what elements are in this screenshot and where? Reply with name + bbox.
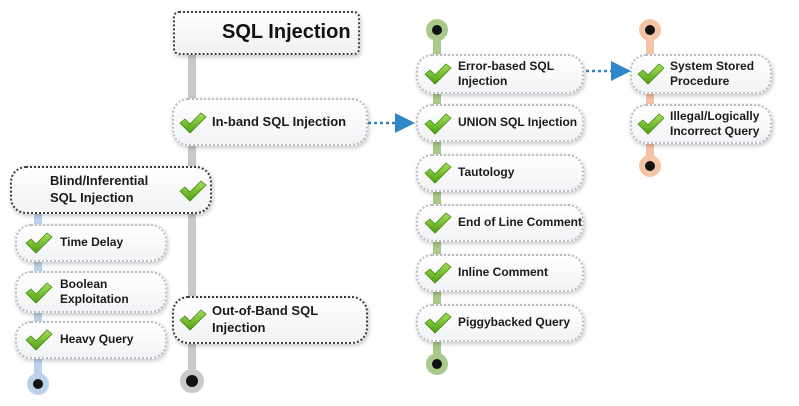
error-top-dot — [639, 19, 661, 41]
inband-item: Tautology — [416, 154, 584, 192]
blind-bottom-dot — [27, 373, 49, 395]
diagram-title: SQL Injection — [222, 21, 351, 43]
oob-node: Out-of-Band SQL Injection — [172, 296, 368, 344]
error-item-label: Illegal/Logically Incorrect Query — [670, 108, 760, 138]
error-bottom-dot — [639, 155, 661, 177]
inband-item-label: End of Line Comment — [458, 215, 582, 230]
inband-item: Inline Comment — [416, 254, 584, 292]
inband-top-dot — [426, 19, 448, 41]
blind-item: Heavy Query — [15, 321, 167, 359]
inband-label: In-band SQL Injection — [212, 113, 347, 129]
blind-item-label: Time Delay — [60, 235, 124, 250]
error-item: Illegal/Logically Incorrect Query — [630, 104, 772, 144]
inband-item-label: Error-based SQL Injection — [458, 58, 554, 88]
blind-label: Blind/Inferential SQL Injection — [50, 173, 149, 205]
inband-item: Error-based SQL Injection — [416, 54, 584, 94]
title-box — [173, 11, 360, 55]
inband-bottom-dot — [426, 353, 448, 375]
inband-node: In-band SQL Injection — [172, 98, 368, 146]
inband-item: UNION SQL Injection — [416, 104, 584, 142]
inband-item-label: Inline Comment — [458, 265, 549, 280]
main-bottom-dot — [180, 369, 204, 393]
blind-node: Blind/Inferential SQL Injection — [10, 166, 212, 214]
inband-item: Piggybacked Query — [416, 304, 584, 342]
blind-item: Boolean Exploitation — [15, 271, 167, 313]
error-item: System Stored Procedure — [630, 54, 772, 94]
oob-label: Out-of-Band SQL Injection — [212, 303, 318, 335]
inband-item-label: Tautology — [458, 165, 515, 180]
blind-item-label: Boolean Exploitation — [60, 276, 129, 306]
inband-item-label: Piggybacked Query — [458, 315, 571, 330]
inband-item-label: UNION SQL Injection — [458, 115, 578, 130]
blind-item: Time Delay — [15, 224, 167, 262]
error-item-label: System Stored Procedure — [670, 58, 755, 88]
blind-item-label: Heavy Query — [60, 332, 134, 347]
inband-item: End of Line Comment — [416, 204, 584, 242]
